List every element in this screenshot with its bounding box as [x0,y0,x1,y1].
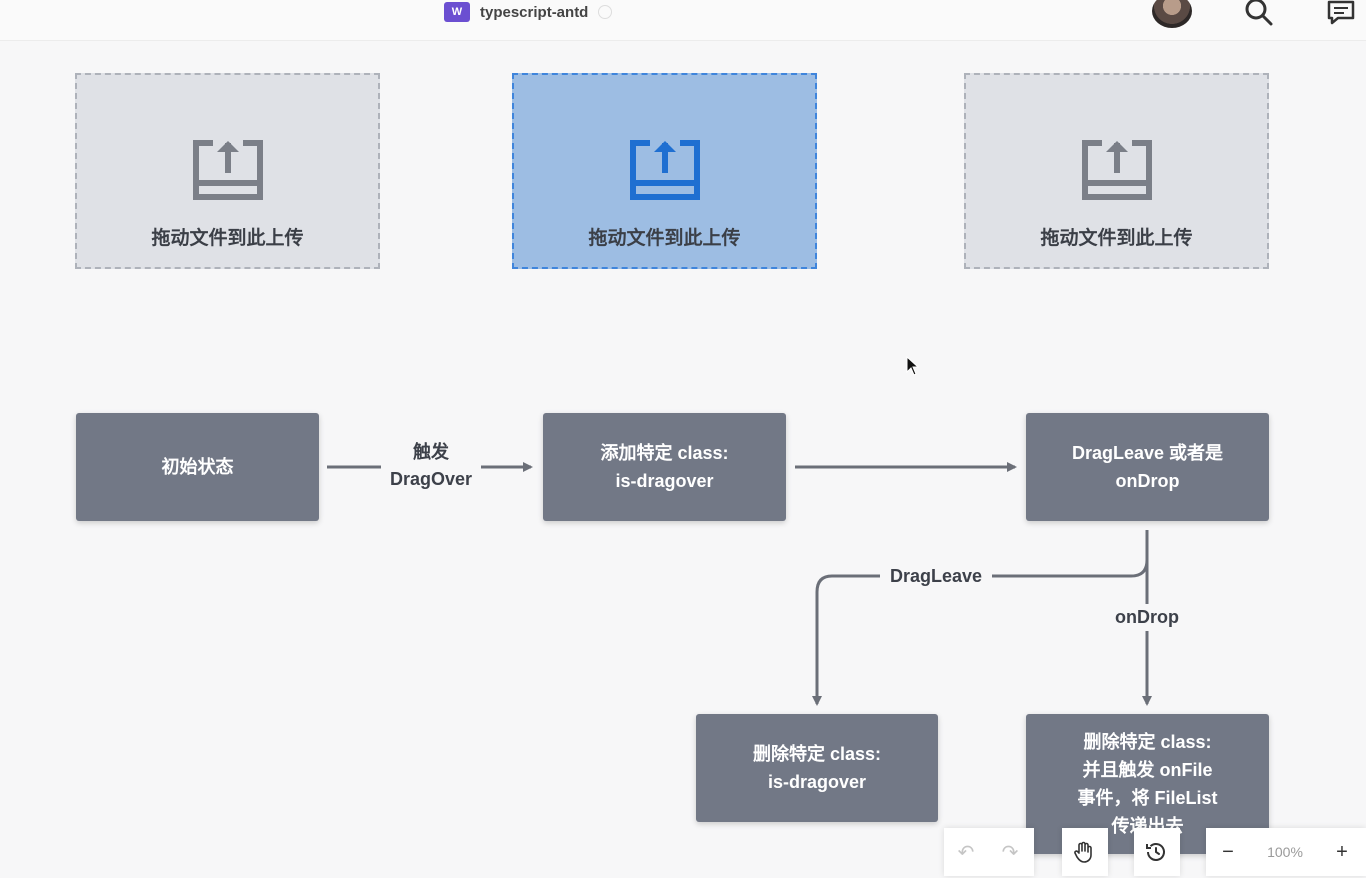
document-title: typescript-antd [480,3,589,21]
zoom-out-button[interactable]: − [1222,840,1234,863]
upload-icon [630,140,700,200]
history-toolbar: ↶ ↷ [944,828,1034,876]
zoom-level[interactable]: 100% [1267,844,1303,860]
node-initial-state[interactable]: 初始状态 [76,413,319,521]
undo-icon[interactable]: ↶ [957,841,975,864]
node-text: 并且触发 onFile [1082,760,1213,780]
node-text: DragLeave 或者是 [1071,443,1224,463]
document-tab[interactable]: W typescript-antd [444,0,613,24]
top-bar: W typescript-antd [0,0,1366,41]
node-add-class[interactable]: 添加特定 class: is-dragover [543,413,786,521]
node-text: 事件，将 FileList [1077,788,1218,808]
history-panel-toolbar [1134,828,1180,876]
upload-box-dragover[interactable]: 拖动文件到此上传 [512,73,817,269]
node-text: 删除特定 class: [752,744,882,764]
node-remove-class[interactable]: 删除特定 class: is-dragover [696,714,938,822]
zoom-in-button[interactable]: + [1336,840,1348,863]
edge-label-line: DragOver [389,469,473,489]
node-text: is-dragover [615,471,714,491]
node-leave-or-drop[interactable]: DragLeave 或者是 onDrop [1026,413,1269,521]
edge-dragleave [812,559,1149,706]
mouse-cursor-icon [906,356,920,376]
comment-icon[interactable] [1326,0,1356,28]
node-text: onDrop [1115,471,1180,491]
node-text: is-dragover [767,772,867,792]
search-icon[interactable] [1244,0,1274,28]
history-icon[interactable] [1134,830,1178,874]
redo-icon[interactable]: ↷ [1001,841,1019,864]
zoom-toolbar: − 100% + [1206,828,1366,876]
upload-icon [193,140,263,200]
upload-box-initial[interactable]: 拖动文件到此上传 [75,73,380,269]
upload-label: 拖动文件到此上传 [1040,228,1193,249]
avatar[interactable] [1152,0,1192,28]
edge-label-ondrop: onDrop [1107,604,1187,631]
node-text: 删除特定 class: [1083,732,1212,752]
upload-label: 拖动文件到此上传 [588,228,741,249]
doc-status-icon [598,5,613,19]
node-text: 初始状态 [161,457,234,477]
node-text: 添加特定 class: [600,443,729,463]
upload-box-after[interactable]: 拖动文件到此上传 [964,73,1269,269]
edge-label-trigger: 触发 DragOver [381,439,481,493]
upload-label: 拖动文件到此上传 [151,228,304,249]
upload-icon [1082,140,1152,200]
doc-badge-icon: W [444,2,470,22]
edge-label-dragleave: DragLeave [880,563,992,590]
hand-tool-icon[interactable] [1062,830,1106,874]
edge-label-line: 触发 [413,442,449,462]
hand-toolbar [1062,828,1108,876]
